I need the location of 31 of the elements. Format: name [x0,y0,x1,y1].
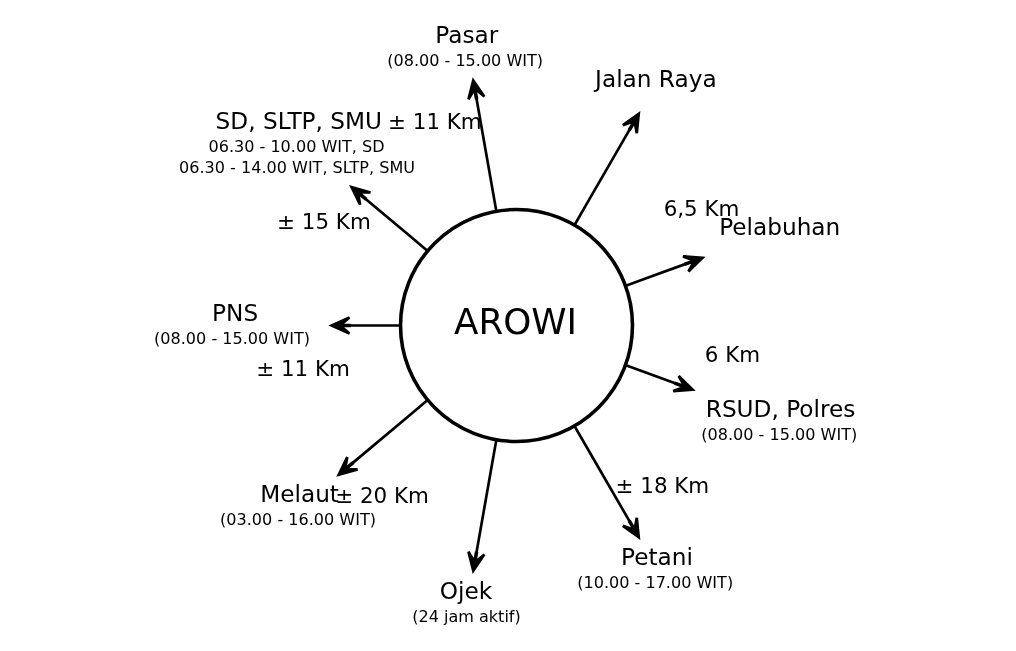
arrow [573,425,641,539]
edge-label: 6 Km [704,341,761,367]
arrow [467,439,498,572]
node-label: 06.30 - 10.00 WIT, SD [208,136,385,156]
node-label: (08.00 - 15.00 WIT) [387,50,544,70]
node-text: PNS [212,298,259,326]
node-label: 06.30 - 14.00 WIT, SLTP, SMU [179,158,415,178]
node-text: Pasar [435,21,499,49]
node-text: RSUD, Polres [705,395,856,423]
node-label: (08.00 - 15.00 WIT) [701,425,858,445]
arrow [330,316,401,335]
node-label: (24 jam aktif) [412,606,521,626]
node-text: SD, SLTP, SMU [215,106,382,134]
arrow [467,79,498,212]
arrow [337,399,429,476]
node-text: Jalan Raya [595,65,717,93]
edge-label: ± 18 Km [615,473,710,499]
arrow [625,364,695,393]
node-circle: AROWI [398,207,635,444]
edge-label: ± 11 Km [256,356,350,382]
node-label: (03.00 - 16.00 WIT) [220,510,376,530]
arrow [573,112,641,226]
node-label: (08.00 - 15.00 WIT) [154,328,310,348]
arrow [625,255,704,287]
node-text: Ojek [439,576,493,604]
node-text: Melaut [260,480,339,508]
arrow [350,185,429,252]
edge-label: ± 15 Km [277,208,371,234]
node-text: Petani [620,543,693,571]
edge-label: ± 11 Km [388,108,482,134]
node-label: (10.00 - 17.00 WIT) [577,573,734,593]
